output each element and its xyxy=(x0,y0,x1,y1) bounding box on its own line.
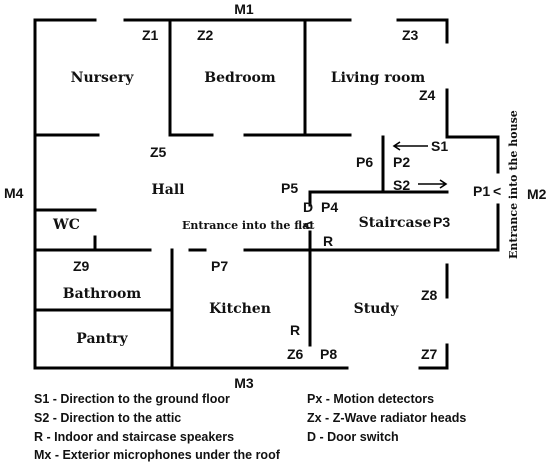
speakers: R R xyxy=(290,233,333,338)
south-wall xyxy=(418,343,449,370)
radiator-z7: Z7 xyxy=(421,346,438,362)
room-bedroom: Bedroom xyxy=(204,70,276,86)
legend-px: Px - Motion detectors xyxy=(307,392,434,406)
arrow-left-icon xyxy=(392,141,428,151)
microphone-m4: M4 xyxy=(4,185,24,201)
legend-zx: Zx - Z-Wave radiator heads xyxy=(307,411,466,425)
room-bathroom: Bathroom xyxy=(63,286,142,302)
entrance-flat: Entrance into the flat < xyxy=(182,217,315,233)
motion-detector-p8: P8 xyxy=(320,346,337,362)
legend-s1: S1 - Direction to the ground floor xyxy=(34,392,230,406)
radiator-z9: Z9 xyxy=(73,258,90,274)
radiator-heads: Z1 Z2 Z3 Z4 Z5 Z6 Z7 Z8 Z9 xyxy=(73,27,438,362)
motion-detector-p5: P5 xyxy=(281,180,298,196)
arrow-right-icon xyxy=(418,179,448,189)
legend: S1 - Direction to the ground floor S2 - … xyxy=(34,392,466,462)
microphone-m3: M3 xyxy=(234,375,254,391)
walls xyxy=(33,18,500,370)
radiator-z4: Z4 xyxy=(419,87,436,103)
room-living-room: Living room xyxy=(331,70,426,86)
motion-detector-p7: P7 xyxy=(211,258,228,274)
motion-detector-p4: P4 xyxy=(321,199,338,215)
entrance-house: < Entrance into the house xyxy=(493,110,520,259)
room-pantry: Pantry xyxy=(76,331,128,347)
legend-mx: Mx - Exterior microphones under the roof xyxy=(34,448,281,462)
legend-d: D - Door switch xyxy=(307,430,399,444)
radiator-z2: Z2 xyxy=(197,27,214,43)
room-study: Study xyxy=(354,301,400,317)
motion-detector-p3: P3 xyxy=(433,214,450,230)
entrance-house-arrow-icon: < xyxy=(493,183,501,199)
microphone-m2: M2 xyxy=(527,186,547,202)
speaker-r-staircase: R xyxy=(323,233,333,249)
direction-s1-label: S1 xyxy=(431,138,448,154)
motion-detector-p2: P2 xyxy=(393,154,410,170)
direction-s2: S2 xyxy=(393,177,448,193)
entrance-flat-label: Entrance into the flat xyxy=(182,219,315,232)
room-nursery: Nursery xyxy=(71,70,135,86)
room-hall: Hall xyxy=(152,182,185,198)
north-wall xyxy=(33,18,449,139)
room-wc: WC xyxy=(52,217,80,233)
microphones: M1 M2 M3 M4 xyxy=(4,1,547,391)
radiator-z5: Z5 xyxy=(150,144,167,160)
direction-s1: S1 xyxy=(392,138,448,154)
entrance-house-label: Entrance into the house xyxy=(507,110,520,259)
radiator-z1: Z1 xyxy=(142,27,159,43)
radiator-z6: Z6 xyxy=(287,346,304,362)
room-staircase: Staircase xyxy=(359,215,432,231)
motion-detectors: P1 P2 P3 P4 P5 P6 P7 P8 xyxy=(211,154,490,362)
room-labels: Nursery Bedroom Living room Hall WC Stai… xyxy=(52,70,431,347)
legend-s2: S2 - Direction to the attic xyxy=(34,411,181,425)
west-wall xyxy=(33,135,349,370)
speaker-r-kitchen: R xyxy=(290,322,300,338)
entrance-flat-arrow-icon: < xyxy=(303,217,311,233)
door-switch-d: D xyxy=(303,199,313,215)
east-wall xyxy=(243,88,500,252)
staircase-inner-wall xyxy=(308,135,449,207)
microphone-m1: M1 xyxy=(234,1,254,17)
motion-detector-p1: P1 xyxy=(473,183,490,199)
direction-s2-label: S2 xyxy=(393,177,410,193)
radiator-z3: Z3 xyxy=(402,27,419,43)
motion-detector-p6: P6 xyxy=(356,154,373,170)
legend-r: R - Indoor and staircase speakers xyxy=(34,430,234,444)
radiator-z8: Z8 xyxy=(421,287,438,303)
room-kitchen: Kitchen xyxy=(209,301,271,317)
